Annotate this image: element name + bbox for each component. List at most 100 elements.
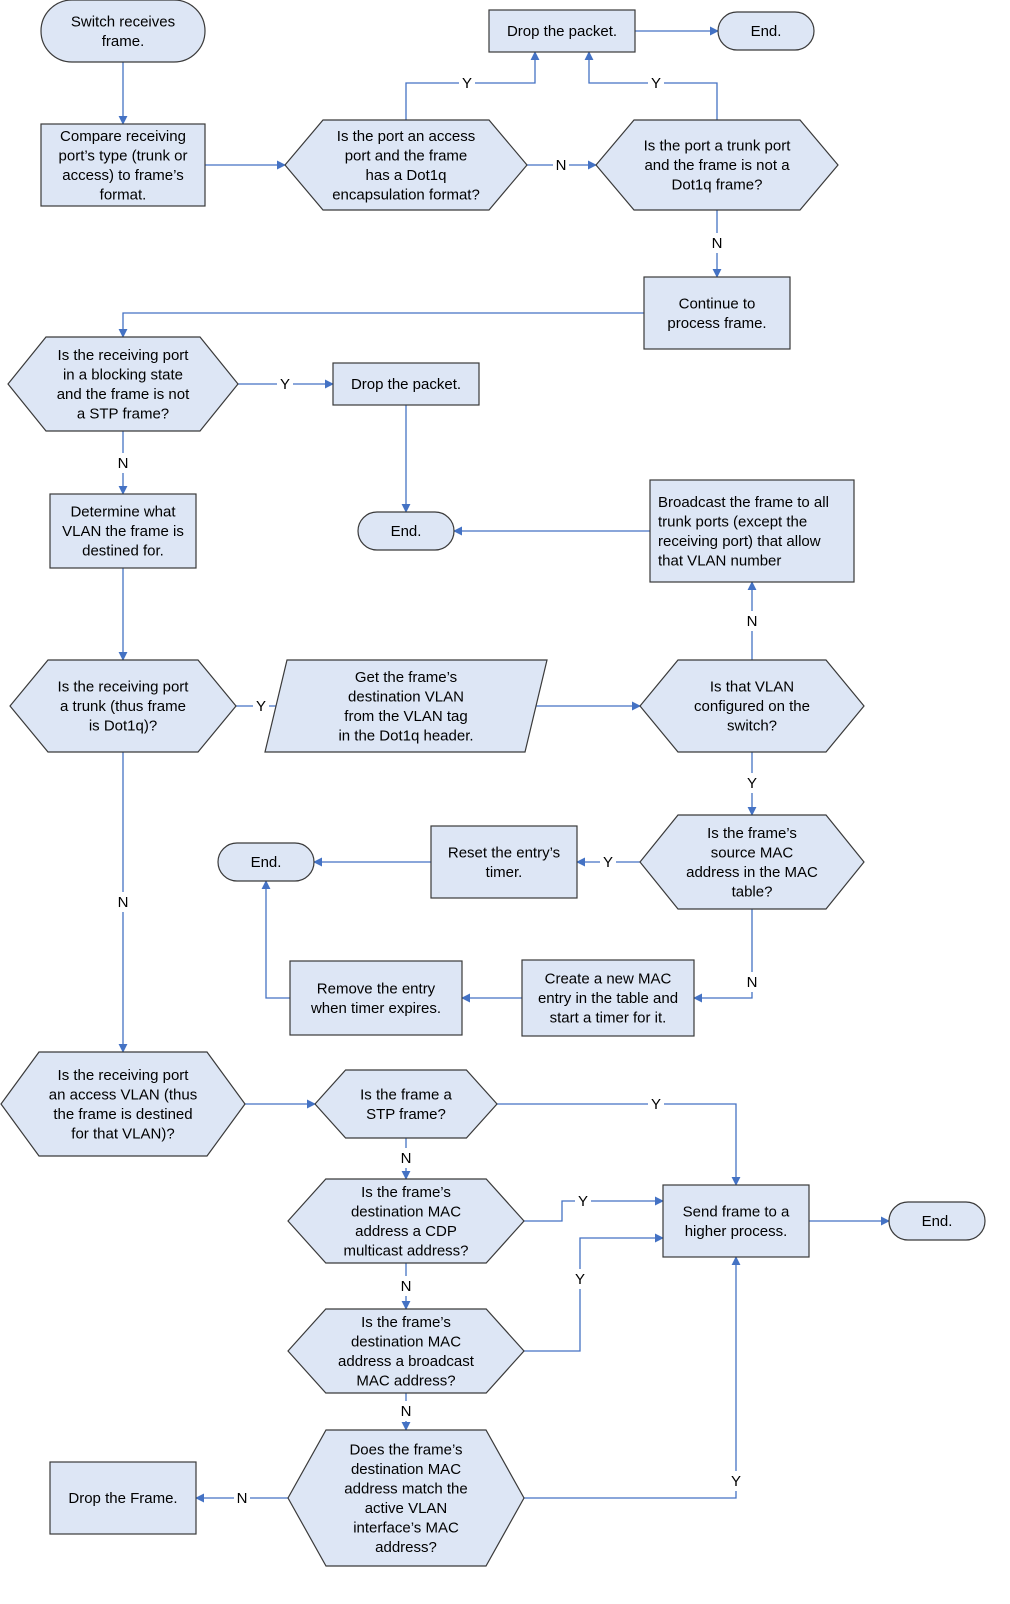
- node-text-line: Reset the entry’s: [448, 844, 560, 861]
- edge-label-q-match-vlan-to-send-higher: Y: [728, 1471, 744, 1491]
- edge-continue-to-q-blocking: [118, 312, 644, 338]
- node-text-line: Continue to: [679, 295, 756, 312]
- node-text-line: Is the frame’s: [707, 825, 797, 842]
- edge-q-cdp-to-send-higher: [524, 1196, 664, 1222]
- node-text-line: End.: [751, 23, 782, 40]
- process-box: [332, 362, 480, 406]
- edge-label-q-broadcast-to-send-higher: Y: [572, 1269, 588, 1289]
- node-text-line: has a Dot1q: [366, 167, 447, 184]
- node-text-line: interface’s MAC: [353, 1519, 459, 1536]
- edge-label-bg: [253, 696, 269, 716]
- node-q-blocking: Is the receiving port in a blocking state…: [7, 336, 239, 432]
- edge-label-bg: [648, 1094, 664, 1114]
- node-text-line: trunk ports (except the: [658, 513, 807, 530]
- process-box: [49, 1461, 197, 1535]
- node-text-line: Is the port an access: [337, 128, 475, 145]
- node-text-line: that VLAN number: [658, 552, 781, 569]
- node-text-line: port and the frame: [345, 147, 468, 164]
- edge-label-bg: [728, 1471, 744, 1491]
- node-text-line: Create a new MAC: [545, 971, 672, 988]
- node-drop1: Drop the packet.: [488, 9, 636, 53]
- node-text-line: Send frame to a: [683, 1203, 790, 1220]
- node-text-line: a STP frame?: [77, 405, 169, 422]
- node-text-line: configured on the: [694, 698, 810, 715]
- process-box: [40, 123, 206, 207]
- edge-q-stp-to-send-higher: [497, 1103, 741, 1186]
- node-text-line: from the VLAN tag: [344, 708, 467, 725]
- node-text-line: destination VLAN: [348, 688, 464, 705]
- node-text-line: an access VLAN (thus: [49, 1086, 197, 1103]
- process-box: [289, 960, 463, 1036]
- node-text-line: for that VLAN)?: [71, 1125, 174, 1142]
- process-box: [488, 9, 636, 53]
- edge-label-q-blocking-to-drop2: Y: [277, 374, 293, 394]
- edge-label-text: Y: [256, 698, 266, 715]
- node-text-line: Remove the entry: [317, 980, 436, 997]
- node-text-line: Get the frame’s: [355, 669, 457, 686]
- edge-label-q-cdp-to-send-higher: Y: [575, 1191, 591, 1211]
- edge-label-bg: [648, 73, 664, 93]
- node-text-line: MAC address?: [356, 1372, 455, 1389]
- edge-label-text: N: [747, 613, 758, 630]
- edge-q-match-vlan-to-send-higher: [524, 1256, 741, 1499]
- node-text-line: higher process.: [685, 1223, 788, 1240]
- node-end2: End.: [357, 511, 455, 551]
- node-text-line: Is the receiving port: [58, 347, 190, 364]
- edge-label-q-vlan-configured-to-q-source-mac: Y: [744, 773, 760, 793]
- decision-hexagon: [0, 1051, 246, 1157]
- edge-label-q-stp-to-send-higher: Y: [648, 1094, 664, 1114]
- node-text-line: multicast address?: [343, 1242, 468, 1259]
- edge-label-q-trunk-to-get-vlan: Y: [253, 696, 269, 716]
- node-text-line: Is the frame’s: [361, 1314, 451, 1331]
- node-text-line: is Dot1q)?: [89, 718, 157, 735]
- edge-label-text: N: [712, 235, 723, 252]
- edge-label-bg: [398, 1148, 414, 1168]
- edge-label-q-access-dot1q-to-q-trunk-not-dot1q: N: [553, 155, 569, 175]
- edge-label-bg: [277, 374, 293, 394]
- decision-hexagon: [314, 1069, 498, 1139]
- node-text-line: Switch receives: [71, 13, 175, 30]
- edge-label-text: N: [401, 1403, 412, 1420]
- node-text-line: End.: [251, 854, 282, 871]
- node-text-line: Is that VLAN: [710, 679, 794, 696]
- node-text-line: destination MAC: [351, 1333, 461, 1350]
- node-text-line: Drop the packet.: [351, 376, 461, 393]
- node-text-line: the frame is destined: [53, 1106, 192, 1123]
- terminator-capsule: [357, 511, 455, 551]
- edge-label-bg: [744, 972, 760, 992]
- node-text-line: process frame.: [667, 315, 766, 332]
- node-text-line: in the Dot1q header.: [338, 727, 473, 744]
- edge-label-q-source-mac-to-reset-timer: Y: [600, 852, 616, 872]
- edge-label-q-stp-to-q-cdp: N: [398, 1148, 414, 1168]
- decision-hexagon: [284, 119, 528, 211]
- node-text-line: address?: [375, 1539, 437, 1556]
- process-box: [662, 1184, 810, 1258]
- node-end4: End.: [888, 1201, 986, 1241]
- node-text-line: active VLAN: [365, 1500, 448, 1517]
- node-drop-frame: Drop the Frame.: [49, 1461, 197, 1535]
- edge-remove-entry-to-end3: [261, 880, 290, 999]
- edge-layer: [118, 26, 890, 1503]
- terminator-capsule: [40, 0, 206, 63]
- node-text-line: Is the receiving port: [58, 679, 190, 696]
- node-text-line: Is the receiving port: [58, 1067, 190, 1084]
- edge-label-bg: [553, 155, 569, 175]
- node-text-line: Dot1q frame?: [672, 177, 763, 194]
- node-drop2: Drop the packet.: [332, 362, 480, 406]
- node-text-line: Compare receiving: [60, 128, 186, 145]
- node-end3: End.: [217, 842, 315, 882]
- node-text-line: STP frame?: [366, 1106, 446, 1123]
- node-text-line: Determine what: [70, 504, 176, 521]
- node-text-line: encapsulation format?: [332, 186, 480, 203]
- edge-label-q-blocking-to-determine-vlan: N: [115, 453, 131, 473]
- node-text-line: destination MAC: [351, 1203, 461, 1220]
- edge-label-bg: [398, 1401, 414, 1421]
- node-text-line: VLAN the frame is: [62, 523, 184, 540]
- node-text-line: in a blocking state: [63, 366, 183, 383]
